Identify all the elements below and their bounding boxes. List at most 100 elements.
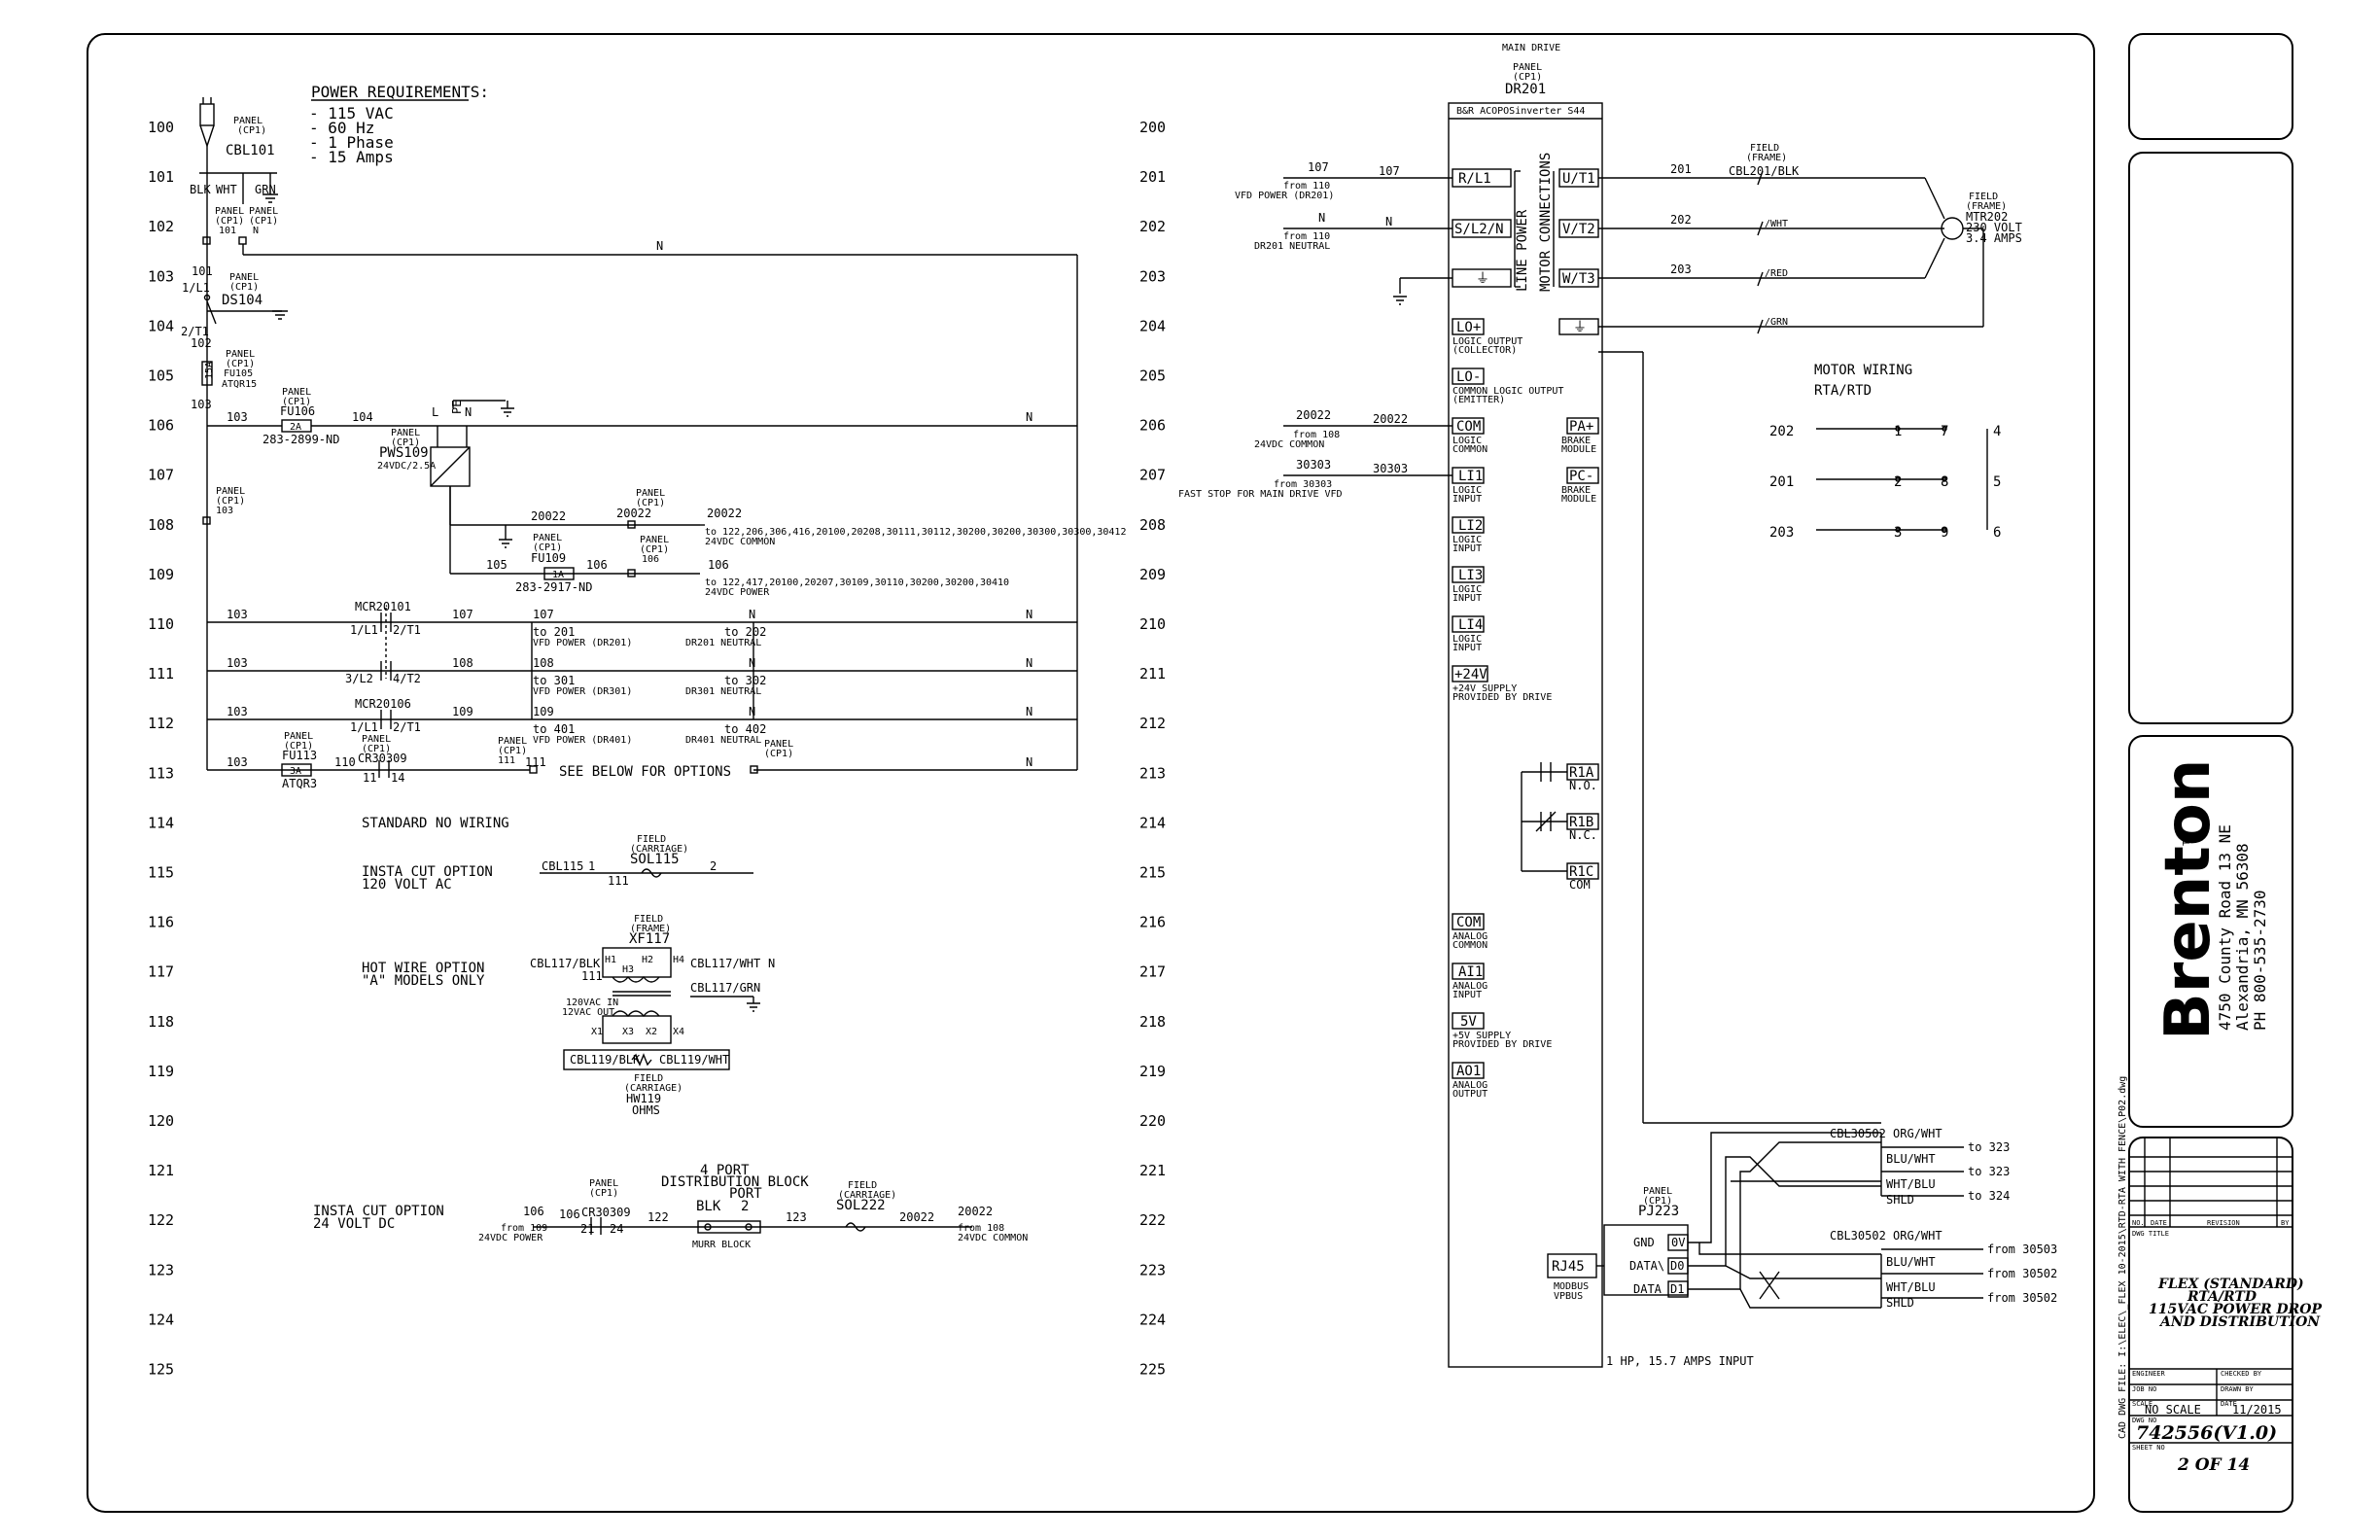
insta24-rung: 106 from 109 24VDC POWER 106 PANEL (CP1)… xyxy=(478,1163,1028,1250)
hw119-blk: CBL119/BLK xyxy=(570,1053,641,1067)
insta120-label: 120 VOLT AC xyxy=(362,877,452,892)
to-24vdc-common: to 122,206,306,416,20100,20208,30111,301… xyxy=(705,527,1126,538)
pj223-data: DATA xyxy=(1633,1282,1662,1296)
pin-desc: (COLLECTOR) xyxy=(1452,345,1517,356)
sol222-wire: 20022 xyxy=(899,1210,934,1224)
drive-line-power: LINE POWER xyxy=(1515,209,1530,292)
pin-li1: LI1 xyxy=(1458,469,1483,484)
dist-port-num: 2 xyxy=(741,1199,749,1214)
p111-label: (CP1) xyxy=(498,746,527,756)
xf117-x: X4 xyxy=(673,1027,684,1037)
in107-from: VFD POWER (DR201) xyxy=(1235,191,1334,201)
motor-wire: 201 xyxy=(1670,162,1692,176)
rung-number: 112 xyxy=(148,715,174,732)
rung-number: 124 xyxy=(148,1311,174,1328)
drive-vt2: V/T2 xyxy=(1562,222,1595,237)
com-from: from 108 xyxy=(1293,430,1340,440)
rev-header: DATE xyxy=(2151,1219,2167,1227)
ds104-l1: 1/L1 xyxy=(182,281,210,295)
fuse-fu109 xyxy=(543,567,575,580)
cr122-contact: 24 xyxy=(610,1222,623,1236)
rung-number: 123 xyxy=(148,1261,174,1278)
p20022-label: (CP1) xyxy=(636,498,665,508)
xf117-x: X3 xyxy=(622,1027,634,1037)
tb-label: DWG NO xyxy=(2132,1417,2156,1424)
drive-footer: 1 HP, 15.7 AMPS INPUT xyxy=(1606,1354,1754,1368)
wire-n: N xyxy=(1026,755,1032,769)
tb-scale: NO SCALE xyxy=(2145,1403,2201,1417)
ds104-label: DS104 xyxy=(222,293,262,308)
cr122-wire: 106 xyxy=(559,1208,580,1221)
motor-grn: /GRN xyxy=(1765,317,1788,328)
pj223-datan: DATA\ xyxy=(1629,1259,1664,1273)
drawing-title-line: RTA/RTD xyxy=(2187,1289,2258,1305)
mcr-contact: 2/T1 xyxy=(393,720,421,734)
xf117-in: 120VAC IN xyxy=(566,998,618,1008)
rung-number: 221 xyxy=(1139,1162,1166,1179)
rung-number: 219 xyxy=(1139,1063,1166,1080)
motor-cbl: (FRAME) xyxy=(1746,153,1787,163)
pin-lo-plus: LO+ xyxy=(1456,320,1481,335)
pin-desc: MODULE xyxy=(1561,494,1596,505)
pj223-wire: SHLD xyxy=(1886,1296,1914,1310)
ds104-label: PANEL xyxy=(229,272,259,283)
motor-red: /RED xyxy=(1765,268,1788,279)
sol115-label: (CARRIAGE) xyxy=(630,844,688,855)
in107-wire: 107 xyxy=(1308,160,1329,174)
logo-tm: TM xyxy=(2182,834,2192,846)
wire-110: 110 xyxy=(334,755,356,769)
pin-desc: INPUT xyxy=(1452,990,1482,1000)
pin-desc: VPBUS xyxy=(1554,1291,1583,1302)
fu106-label: FU106 xyxy=(280,404,315,418)
cr122-wire: 123 xyxy=(786,1210,807,1224)
rung-number: 222 xyxy=(1139,1211,1166,1229)
rung-number: 108 xyxy=(148,516,174,534)
hw119-wht: CBL119/WHT xyxy=(659,1053,729,1067)
xf117-transformer: FIELD (FRAME) XF117 CBL117/BLK 111 H1 H3… xyxy=(530,914,775,1044)
pn-label: N xyxy=(253,226,259,236)
wire-103: 103 xyxy=(191,398,212,411)
xf117-grn: CBL117/GRN xyxy=(690,981,760,995)
pin-li4: LI4 xyxy=(1458,617,1483,633)
pj223-label: PJ223 xyxy=(1638,1204,1679,1219)
xf117-x: X2 xyxy=(646,1027,657,1037)
drive-sl2n: S/L2/N xyxy=(1454,222,1504,237)
cr30309-label: CR30309 xyxy=(358,752,407,765)
tb-label: DRAWN BY xyxy=(2221,1385,2255,1393)
rung-number: 214 xyxy=(1139,814,1166,831)
li1-wire: 30303 xyxy=(1373,462,1408,475)
rung-number: 206 xyxy=(1139,417,1166,435)
pin-acom: COM xyxy=(1456,915,1481,930)
wire-103: 103 xyxy=(227,608,248,621)
p103-label: 103 xyxy=(216,506,233,516)
mcr-contact: 1/L1 xyxy=(350,623,378,637)
svg-text:⏚: ⏚ xyxy=(1476,271,1489,287)
rung-number: 116 xyxy=(148,914,174,931)
tb-label: DATE xyxy=(2221,1400,2237,1408)
drive-rl1: R/L1 xyxy=(1458,171,1491,187)
rung-number: 100 xyxy=(148,119,174,136)
pj223-label: (CP1) xyxy=(1643,1196,1672,1207)
to302-label: DR301 NEUTRAL xyxy=(685,686,761,697)
mw: 203 xyxy=(1769,525,1794,541)
drawing-title-line: FLEX (STANDARD) xyxy=(2157,1277,2304,1292)
sol115-symbol: FIELD (CARRIAGE) SOL115 CBL115 1 111 2 xyxy=(540,834,753,888)
hw119-label: HW119 xyxy=(626,1092,661,1105)
cad-file-path: CAD DWG FILE: I:\ELEC\_FLEX 10-2015\RTD-… xyxy=(2118,1076,2128,1439)
to302-label: N xyxy=(749,656,755,670)
motor-wiring-sub: RTA/RTD xyxy=(1814,383,1872,399)
wire-103: 103 xyxy=(227,755,248,769)
pj223-wire: SHLD xyxy=(1886,1193,1914,1207)
motor-label: (FRAME) xyxy=(1966,201,2007,212)
com-wire: 20022 xyxy=(1296,408,1331,422)
dist-blk: BLK xyxy=(696,1199,721,1214)
company-block: Brenton TM 4750 County Road 13 NE Alexan… xyxy=(2152,759,2269,1040)
power-req-title: POWER REQUIREMENTS: xyxy=(311,83,489,101)
pin-desc: MODBUS xyxy=(1554,1281,1589,1292)
rung-number: 110 xyxy=(148,615,174,633)
rung-number: 118 xyxy=(148,1013,174,1031)
drive-ut1: U/T1 xyxy=(1562,171,1595,187)
cr122-wire: 106 xyxy=(523,1205,544,1218)
drawing-title-line: AND DISTRIBUTION xyxy=(2158,1314,2321,1330)
wire-n: N xyxy=(1026,656,1032,670)
